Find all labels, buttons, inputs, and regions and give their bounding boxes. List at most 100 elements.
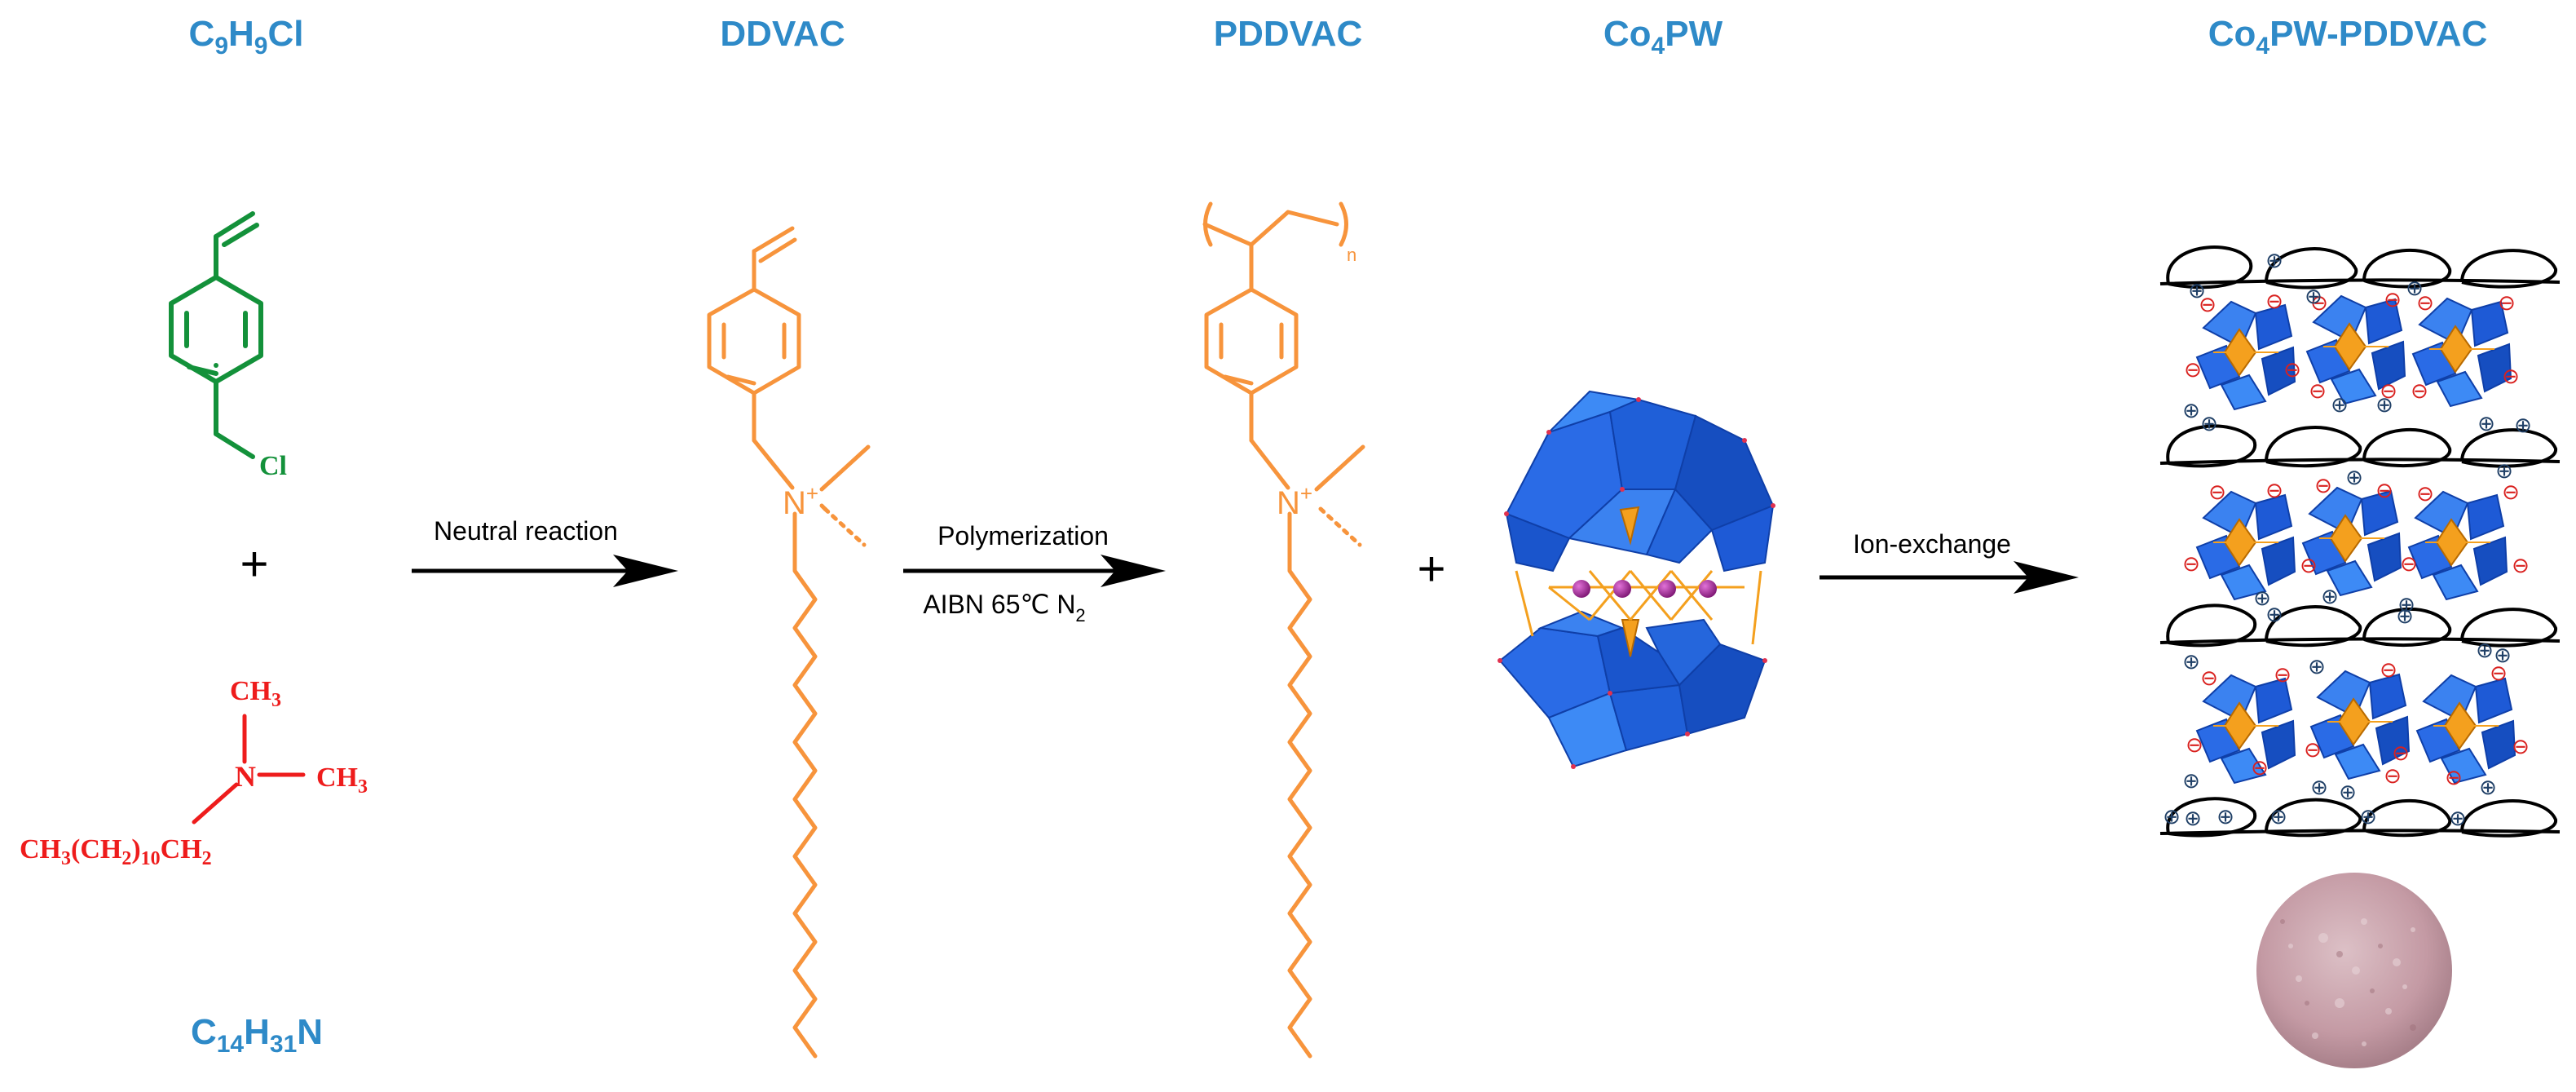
svg-text:⊖: ⊖ (2380, 657, 2397, 682)
svg-text:⊖: ⊖ (2200, 665, 2218, 690)
svg-text:⊖: ⊖ (2265, 478, 2283, 502)
svg-text:⊕: ⊕ (2477, 411, 2495, 435)
svg-text:⊕: ⊕ (2182, 768, 2200, 793)
svg-text:⊕: ⊕ (2217, 804, 2234, 829)
svg-text:⊕: ⊕ (2163, 804, 2181, 829)
svg-text:⊖: ⊖ (2498, 290, 2516, 315)
svg-text:⊕: ⊕ (2479, 775, 2497, 799)
pom-unit (2196, 301, 2296, 410)
svg-text:⊖: ⊖ (2416, 481, 2434, 506)
cobalt-atom (1573, 580, 1590, 598)
amine-alkyl-chain: CH3(CH2)10CH2 (20, 834, 212, 869)
header-pddvac: PDDVAC (1214, 14, 1363, 54)
svg-text:⊕: ⊕ (2397, 592, 2415, 617)
header-ddvac: DDVAC (720, 14, 845, 54)
svg-text:⊖: ⊖ (2274, 662, 2291, 687)
pom-unit (2408, 491, 2508, 600)
composite-layered-structure: ⊖ ⊖ ⊖ ⊖ ⊖ ⊖ ⊖ ⊖ ⊖ ⊖ ⊖ ⊖ ⊖ ⊖ ⊖ ⊖ ⊖ ⊖ ⊖ ⊖ … (2159, 245, 2561, 838)
cobalt-atom (1613, 580, 1631, 598)
svg-text:⊕: ⊕ (2184, 806, 2202, 830)
svg-text:⊖: ⊖ (2186, 732, 2203, 757)
svg-text:⊕: ⊕ (2449, 806, 2467, 830)
svg-text:⊕: ⊕ (2359, 804, 2377, 829)
neutral-reaction-arrowhead (613, 555, 678, 587)
header-co4pw: Co4PW (1603, 14, 1723, 60)
amine-ch3-top: CH3 (230, 676, 281, 711)
svg-text:⊖: ⊖ (2384, 287, 2402, 312)
svg-text:⊖: ⊖ (2512, 553, 2530, 577)
ddvac-n-plus: N+ (783, 481, 818, 521)
amine-nitrogen: N (235, 760, 256, 793)
polymerization-arrowhead (1101, 555, 1166, 587)
svg-text:⊕: ⊕ (2310, 775, 2328, 799)
svg-text:⊕: ⊕ (2265, 602, 2283, 626)
svg-text:⊖: ⊖ (2251, 755, 2269, 780)
ddvac-structure (707, 226, 871, 1059)
svg-text:⊕: ⊕ (2253, 586, 2271, 610)
svg-text:⊕: ⊕ (2188, 278, 2206, 303)
svg-text:⊖: ⊖ (2184, 357, 2202, 382)
cation-charges: ⊕ ⊕ ⊕ ⊕ ⊕ ⊕ ⊕ ⊕ ⊕ ⊕ ⊕ ⊕ ⊕ ⊕ ⊕ ⊕ ⊕ ⊕ ⊕ ⊕ … (2163, 248, 2532, 830)
svg-text:⊖: ⊖ (2490, 661, 2508, 685)
pom-unit (2196, 674, 2296, 784)
svg-text:⊕: ⊕ (2331, 392, 2349, 417)
plus-sign-left: + (240, 537, 268, 591)
pddvac-structure (1202, 201, 1365, 1059)
composite-powder-photo (2256, 873, 2452, 1068)
svg-text:⊕: ⊕ (2305, 284, 2322, 308)
pddvac-n-plus: N+ (1277, 481, 1312, 521)
svg-text:⊖: ⊖ (2304, 737, 2322, 762)
svg-text:⊕: ⊕ (2375, 392, 2393, 417)
svg-text:⊕: ⊕ (2308, 654, 2326, 679)
svg-text:⊕: ⊕ (2514, 413, 2532, 437)
cobalt-atom (1658, 580, 1676, 598)
polymer-repeat-n: n (1347, 245, 1356, 265)
svg-text:⊕: ⊕ (2406, 276, 2424, 300)
neutral-reaction-label: Neutral reaction (434, 516, 618, 546)
svg-text:⊖: ⊖ (2502, 364, 2520, 388)
svg-text:⊖: ⊖ (2416, 290, 2434, 315)
cobalt-atom (1699, 580, 1717, 598)
svg-text:⊖: ⊖ (2208, 480, 2226, 504)
anion-charges: ⊖ ⊖ ⊖ ⊖ ⊖ ⊖ ⊖ ⊖ ⊖ ⊖ ⊖ ⊖ ⊖ ⊖ ⊖ ⊖ ⊖ ⊖ ⊖ ⊖ … (2182, 287, 2530, 789)
svg-text:⊖: ⊖ (2300, 553, 2318, 577)
svg-text:⊕: ⊕ (2265, 248, 2283, 272)
svg-text:⊖: ⊖ (2400, 551, 2418, 576)
polymerization-label: Polymerization (937, 521, 1109, 550)
pom-unit (2302, 487, 2402, 596)
svg-text:⊖: ⊖ (2380, 378, 2397, 403)
svg-text:⊖: ⊖ (2445, 765, 2463, 789)
svg-text:⊕: ⊕ (2182, 649, 2200, 674)
header-c14h31n: C14H31N (191, 1012, 323, 1058)
svg-text:⊕: ⊕ (2339, 780, 2357, 804)
pom-unit (2416, 674, 2516, 784)
svg-text:⊕: ⊕ (2396, 603, 2414, 628)
svg-text:⊕: ⊕ (2182, 398, 2200, 422)
svg-text:⊖: ⊖ (2309, 378, 2327, 403)
svg-text:⊖: ⊖ (2310, 290, 2328, 315)
svg-text:⊖: ⊖ (2199, 292, 2217, 316)
svg-text:⊕: ⊕ (2269, 804, 2287, 829)
svg-text:⊖: ⊖ (2182, 551, 2200, 576)
svg-text:⊖: ⊖ (2375, 478, 2393, 502)
header-c9h9cl: C9H9Cl (189, 14, 304, 60)
svg-text:⊕: ⊕ (2200, 411, 2218, 435)
svg-text:⊖: ⊖ (2512, 734, 2530, 758)
ion-exchange-arrowhead (2014, 561, 2079, 594)
svg-text:⊕: ⊕ (2321, 584, 2339, 608)
svg-text:⊕: ⊕ (2345, 465, 2363, 489)
co4pw-polyhedral-structure (1498, 390, 1775, 769)
vinylbenzyl-chloride-structure (169, 211, 263, 459)
svg-text:⊖: ⊖ (2411, 378, 2428, 403)
svg-text:⊖: ⊖ (2283, 357, 2301, 382)
svg-text:⊕: ⊕ (2476, 638, 2494, 662)
dimethyldodecylamine-structure (192, 714, 306, 825)
amine-ch3-right: CH3 (316, 763, 368, 798)
svg-text:⊖: ⊖ (2265, 289, 2283, 313)
svg-text:⊖: ⊖ (2384, 763, 2402, 788)
chloride-label: Cl (259, 451, 287, 481)
pom-unit (2196, 491, 2296, 600)
svg-text:⊕: ⊕ (2494, 643, 2512, 667)
